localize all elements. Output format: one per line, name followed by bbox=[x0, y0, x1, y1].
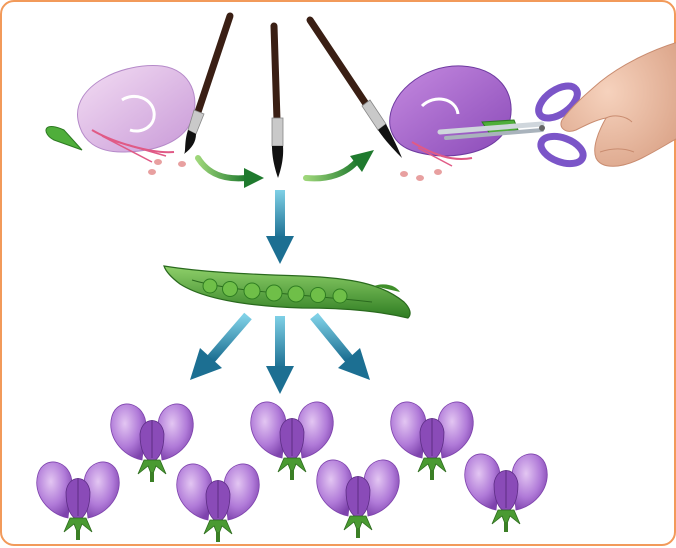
pea-flower-icon bbox=[391, 402, 474, 480]
arrow-icon bbox=[266, 316, 294, 394]
arrow-icon bbox=[198, 158, 264, 188]
pea-flower-icon bbox=[465, 454, 548, 532]
pea-flower-icon bbox=[390, 66, 518, 181]
pea-flower-icon bbox=[317, 460, 400, 538]
arrow-icon bbox=[190, 316, 248, 380]
arrow-icon bbox=[266, 190, 294, 264]
arrow-icon bbox=[306, 150, 374, 178]
pea-flower-icon bbox=[46, 66, 195, 175]
pea-pod-icon bbox=[164, 266, 410, 318]
paintbrush-icon bbox=[310, 20, 402, 158]
arrow-icon bbox=[314, 316, 370, 380]
paintbrush-icon bbox=[272, 26, 283, 178]
pea-flower-icon bbox=[177, 464, 260, 542]
pea-flower-icon bbox=[37, 462, 120, 540]
offspring-flowers bbox=[37, 402, 548, 542]
